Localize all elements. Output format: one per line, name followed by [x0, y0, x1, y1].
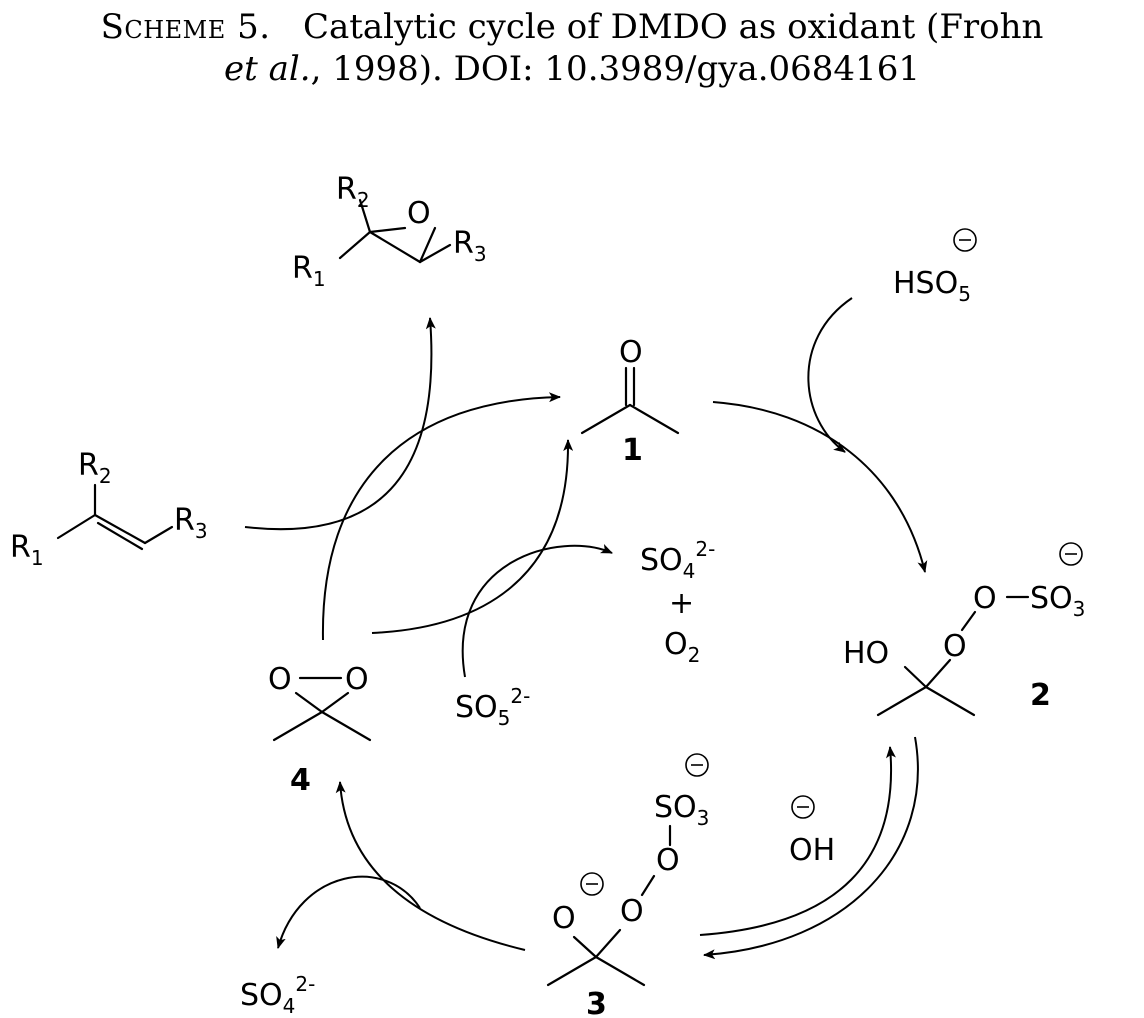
- dmdo-o-right: O: [345, 662, 369, 697]
- epoxide-o: O: [407, 196, 431, 231]
- alkene-r2: R2: [78, 448, 112, 488]
- reaction-arrows: [244, 297, 928, 960]
- epoxide-r1: R1: [292, 251, 326, 291]
- arrow-1-to-2: [712, 401, 928, 573]
- peroxymonosulfate-dianion: SO52-: [455, 684, 530, 730]
- so5-label: SO52-: [455, 684, 530, 730]
- int2-o-lower: O: [943, 629, 967, 664]
- byproduct-sulfate-oxygen: SO42- + O2: [640, 537, 715, 667]
- compound-1-label: 1: [622, 433, 643, 468]
- int2-ho: HO: [843, 636, 889, 671]
- compound-2-label: 2: [1030, 678, 1051, 713]
- int2-o-upper: O: [973, 581, 997, 616]
- alkene-r3: R3: [174, 503, 208, 543]
- acetone-o: O: [619, 335, 643, 370]
- oxygen-label: O2: [664, 627, 700, 667]
- negative-charge-icon: [580, 872, 604, 896]
- int3-so3: SO3: [654, 790, 709, 830]
- negative-charge-icon: [791, 795, 815, 819]
- figure-caption: Scheme 5. Catalytic cycle of DMDO as oxi…: [0, 6, 1144, 90]
- arrow-so5-consumption: [461, 543, 613, 678]
- arrow-3-to-2: [699, 746, 896, 936]
- scheme-label: Scheme 5.: [100, 7, 271, 47]
- dmdo-o-left: O: [268, 662, 292, 697]
- epoxide-r3: R3: [453, 226, 487, 266]
- compound-3-label: 3: [586, 987, 607, 1018]
- caption-et-al: et al.: [224, 49, 311, 89]
- int3-o-upper: O: [656, 843, 680, 878]
- arrow-alkene-to-epoxide: [244, 317, 436, 531]
- arrow-sulfate-out: [276, 875, 421, 949]
- sulfate-bottom-label: SO42-: [240, 972, 315, 1018]
- arrow-4-to-1: [321, 392, 561, 641]
- epoxide-r2: R2: [336, 172, 370, 212]
- caption-text-1: Catalytic cycle of DMDO as oxidant (Froh…: [302, 7, 1044, 47]
- caption-line-1: Scheme 5. Catalytic cycle of DMDO as oxi…: [0, 6, 1144, 48]
- plus-sign: +: [669, 586, 694, 621]
- caption-text-2: , 1998). DOI: 10.3989/gya.0684161: [310, 49, 920, 89]
- negative-charge-icon: [953, 228, 977, 252]
- negative-charge-icon: [685, 753, 709, 777]
- hydroxide-label: OH: [789, 833, 835, 868]
- int3-o-lower: O: [620, 894, 644, 929]
- alkene-substrate: R2 R3 R1: [10, 448, 208, 570]
- arrow-hso5-in: [807, 297, 853, 453]
- sulfate-label: SO42-: [640, 537, 715, 583]
- dmdo-4: O O 4: [268, 662, 372, 798]
- arrow-3-to-4: [335, 781, 526, 951]
- epoxide-product: R2 O R3 R1: [292, 172, 487, 291]
- arrow-4-to-1-decomp: [371, 439, 574, 634]
- intermediate-2: HO O O SO3 2: [843, 542, 1085, 717]
- caption-line-2: et al., 1998). DOI: 10.3989/gya.0684161: [0, 48, 1144, 90]
- negative-charge-icon: [1059, 542, 1083, 566]
- compound-4-label: 4: [290, 763, 311, 798]
- alkene-r1: R1: [10, 530, 44, 570]
- byproduct-sulfate-bottom: SO42-: [240, 972, 315, 1018]
- arrow-2-to-3: [703, 736, 919, 960]
- int3-o-minus: O: [552, 901, 576, 936]
- int2-so3: SO3: [1030, 581, 1085, 621]
- hydroxide-reagent: OH: [789, 795, 835, 868]
- hso5-label: HSO5: [893, 266, 971, 306]
- peroxymonosulfate-reagent: HSO5: [893, 228, 977, 306]
- acetone-1: O 1: [580, 335, 680, 468]
- intermediate-3: O O O SO3 3: [546, 753, 709, 1018]
